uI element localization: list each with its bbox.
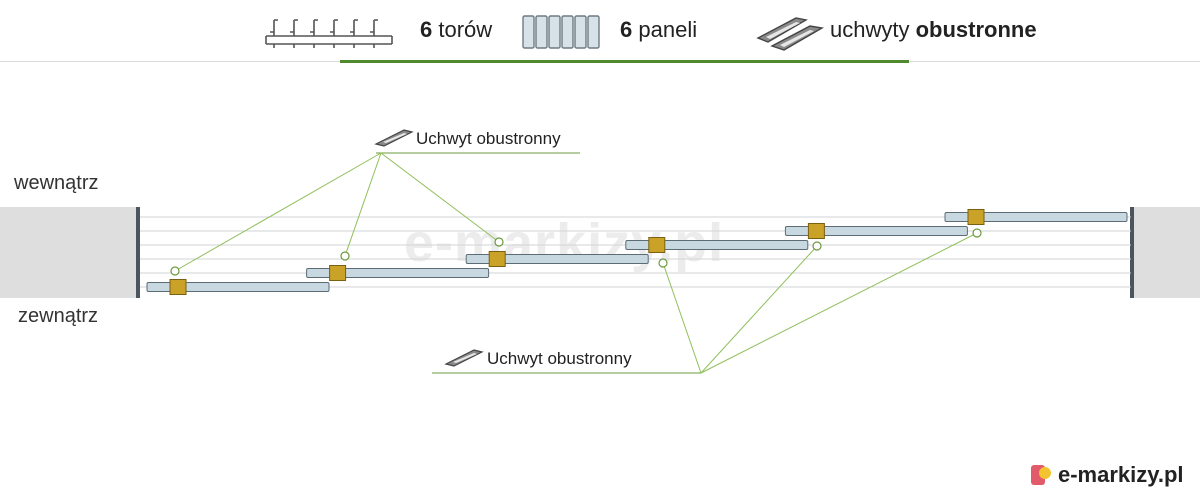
brand-logo: e-markizy.pl xyxy=(1030,461,1184,489)
leader-line-top xyxy=(380,152,500,243)
handle-marker xyxy=(972,228,982,238)
label-outside: zewnątrz xyxy=(18,305,99,327)
handle-marker xyxy=(170,266,180,276)
handle-marker xyxy=(494,237,504,247)
handle-marker xyxy=(340,251,350,261)
panel xyxy=(625,240,809,250)
panel xyxy=(146,282,330,292)
handle-marker xyxy=(812,241,822,251)
wall-right-frame xyxy=(1130,207,1134,298)
panels-label: paneli xyxy=(638,17,698,42)
panel-handle xyxy=(648,237,666,253)
wall-right xyxy=(1132,207,1200,298)
wall-left-frame xyxy=(136,207,140,298)
tracks-label: torów xyxy=(438,17,493,42)
handles-value: obustronne xyxy=(915,17,1037,42)
leader-line-bottom xyxy=(700,232,978,374)
panel xyxy=(784,226,968,236)
e-markizy-logo-icon xyxy=(1031,465,1051,485)
callout-bottom-handle-icon xyxy=(444,349,484,367)
panel-handle xyxy=(807,223,825,239)
panels-group xyxy=(146,209,1128,295)
callout-top-label: Uchwyt obustronny xyxy=(416,129,561,148)
panel xyxy=(306,268,490,278)
panels-icon xyxy=(522,15,600,49)
leader-line-top xyxy=(174,152,382,272)
brand-name: e-markizy.pl xyxy=(1058,462,1184,487)
panel-handle xyxy=(169,279,187,295)
header-accent-line xyxy=(340,60,909,63)
handles-text: uchwyty obustronne xyxy=(830,16,1037,44)
callout-bottom-label: Uchwyt obustronny xyxy=(487,349,632,368)
leader-line-bottom xyxy=(700,245,818,374)
header-bar: 6 torów 6 paneli uchwyty obustronne xyxy=(0,0,1200,62)
wall-left xyxy=(0,207,138,298)
panels-count-text: 6 paneli xyxy=(620,16,697,44)
handles-icon xyxy=(756,17,825,51)
tracks-icon xyxy=(265,19,393,48)
panel xyxy=(465,254,649,264)
tracks-count: 6 xyxy=(420,17,433,42)
panel xyxy=(944,212,1128,222)
handle-marker xyxy=(658,258,668,268)
panel-handle xyxy=(488,251,506,267)
panel-handle xyxy=(329,265,347,281)
panels-count: 6 xyxy=(620,17,633,42)
leader-line-top xyxy=(344,152,382,257)
panel-handle xyxy=(967,209,985,225)
leader-lines xyxy=(174,152,978,374)
handles-label: uchwyty xyxy=(830,17,910,42)
tracks-count-text: 6 torów xyxy=(420,16,492,44)
leader-line-bottom xyxy=(662,262,702,374)
callout-top-handle-icon xyxy=(374,129,414,147)
tracks-group xyxy=(140,216,1131,288)
label-inside: wewnątrz xyxy=(14,172,99,194)
